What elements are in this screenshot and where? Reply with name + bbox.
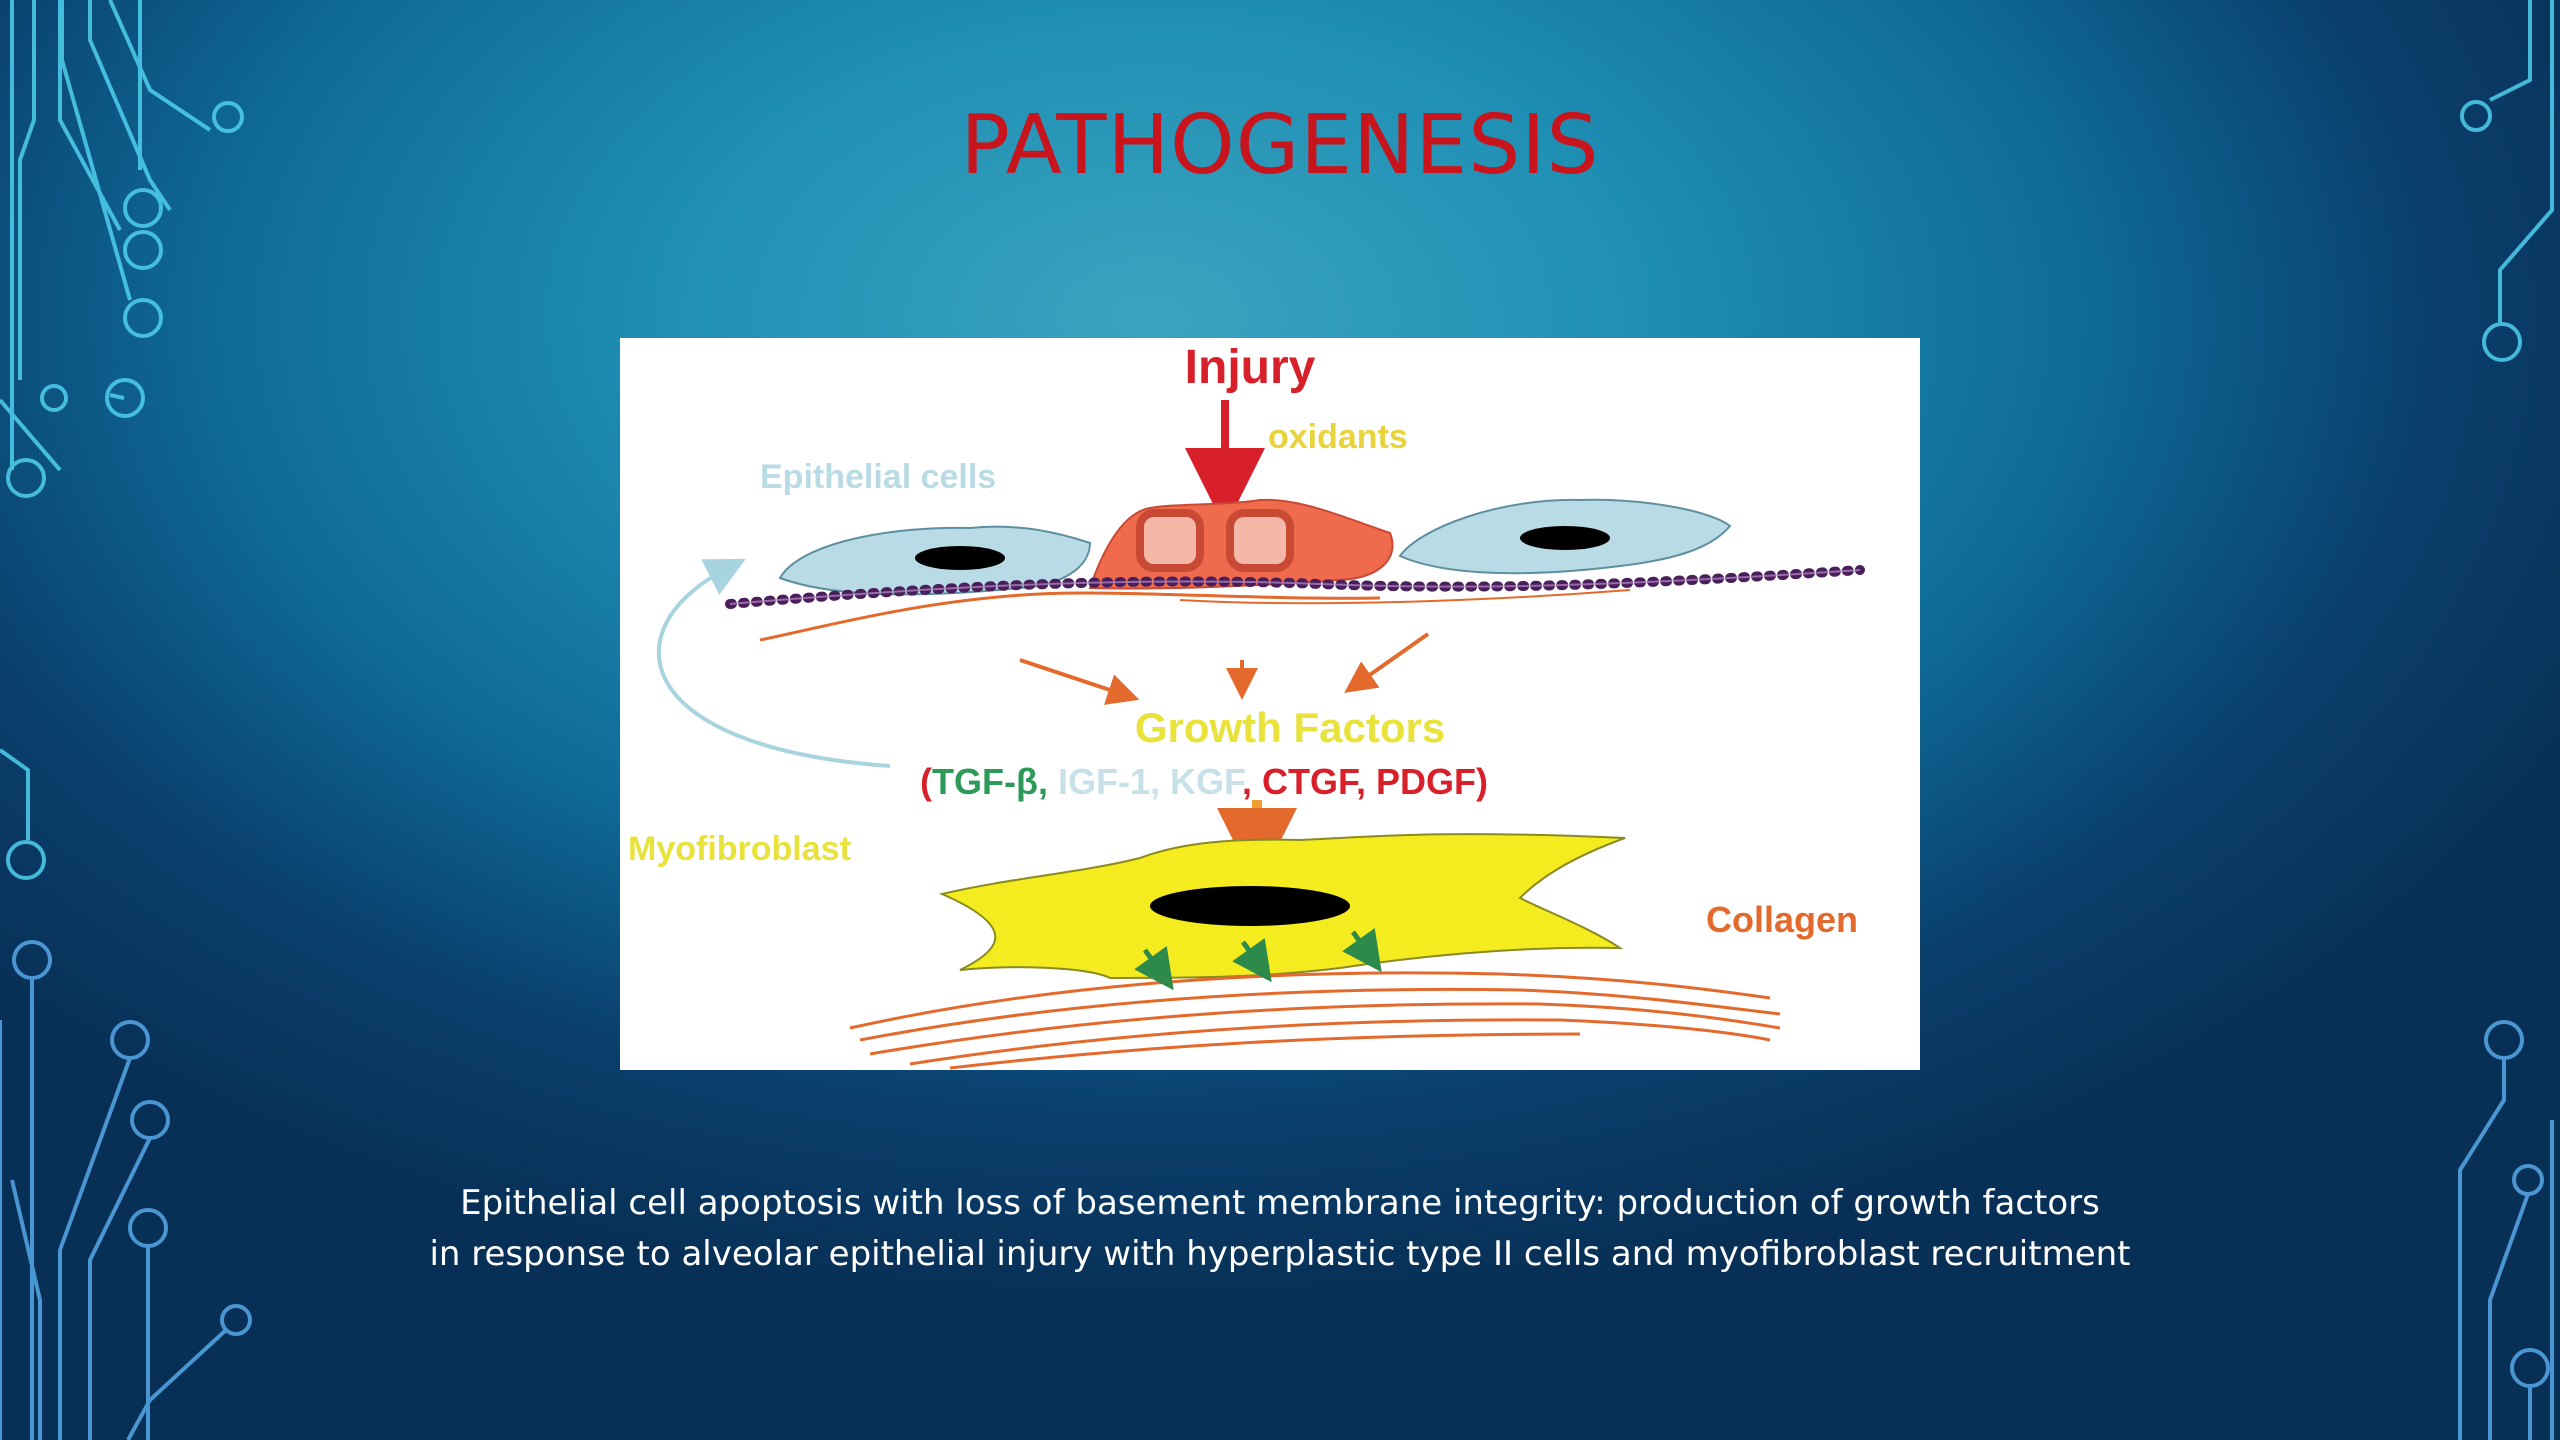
label-factor-list: (TGF-β, IGF-1, KGF, CTGF, PDGF) (920, 761, 1488, 802)
caption-line-2: in response to alveolar epithelial injur… (429, 1234, 2131, 1274)
label-injury: Injury (1185, 341, 1316, 394)
myofibroblast-nucleus (1150, 886, 1350, 926)
caption-line-1: Epithelial cell apoptosis with loss of b… (460, 1183, 2100, 1223)
label-collagen: Collagen (1706, 899, 1858, 940)
secretion-arrow-1 (1134, 946, 1174, 991)
factor-tgf: TGF-β (932, 761, 1038, 802)
label-epithelial-cells: Epithelial cells (760, 458, 996, 496)
release-arrow-left (1019, 658, 1140, 705)
membrane-fiber-2 (1179, 589, 1631, 605)
factor-ctgf-pdgf: , CTGF, PDGF) (1242, 761, 1488, 802)
circuit-decoration-right (2458, 0, 2554, 1440)
circuit-decoration-left (0, 0, 252, 1440)
slide-caption: Epithelial cell apoptosis with loss of b… (380, 1178, 2180, 1280)
label-oxidants: oxidants (1268, 418, 1408, 456)
epithelial-nucleus-left (915, 546, 1005, 570)
slide-title: PATHOGENESIS (960, 98, 1600, 193)
epithelial-nucleus-right (1520, 526, 1610, 550)
diagram-canvas: Injury oxidants Epithelial cells Growth … (628, 341, 1865, 1070)
collagen-fibers (849, 971, 1781, 1070)
factor-sep-2: , (1150, 761, 1170, 802)
basement-membrane-line (729, 569, 1861, 605)
label-myofibroblast: Myofibroblast (628, 830, 851, 868)
secretion-arrow-3 (1342, 928, 1382, 973)
pathogenesis-diagram: Injury oxidants Epithelial cells Growth … (620, 338, 1920, 1070)
release-arrow-right (1344, 632, 1430, 693)
factor-sep-1: , (1038, 761, 1058, 802)
membrane-fiber (759, 591, 1381, 642)
secretion-arrow-2 (1232, 938, 1272, 983)
injured-cell-b (1226, 509, 1294, 572)
label-growth-factors: Growth Factors (1135, 704, 1445, 751)
factor-open: ( (920, 761, 932, 802)
feedback-arrow (656, 558, 891, 768)
factor-igf: IGF-1 (1058, 761, 1150, 802)
factor-kgf: KGF (1170, 761, 1245, 802)
injured-cell-a (1136, 509, 1204, 572)
